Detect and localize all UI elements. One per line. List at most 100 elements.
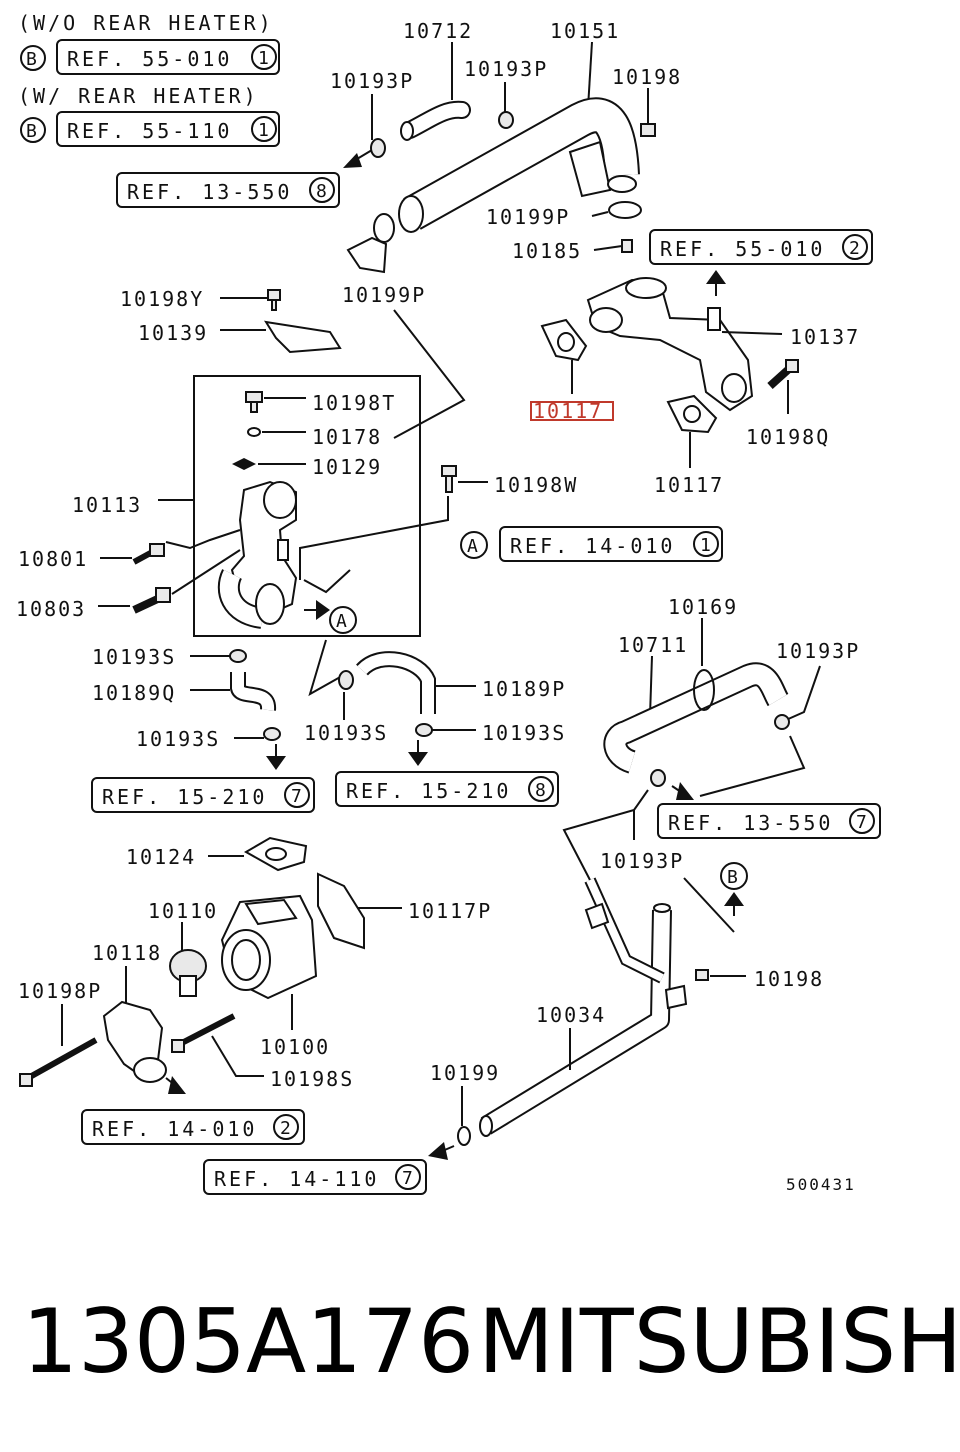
leader-10151: [587, 41, 593, 109]
ref-14-010-2[interactable]: REF. 14-010 2: [81, 1109, 305, 1145]
pipe-10034: [479, 877, 688, 1137]
ref-55-010-2[interactable]: REF. 55-010 2: [649, 229, 873, 265]
clamp-10193p-4: [650, 769, 666, 787]
svg-text:REF. 13-550: REF. 13-550: [668, 811, 833, 835]
clamp-10193s: [229, 649, 247, 663]
label-10189q: 10189Q: [92, 681, 176, 705]
arrowhead-to-a: [316, 600, 330, 620]
label-10193p-3: 10193P: [776, 639, 860, 663]
label-10137: 10137: [790, 325, 860, 349]
label-10193p: 10193P: [330, 69, 414, 93]
svg-text:REF. 14-010: REF. 14-010: [92, 1117, 257, 1141]
svg-text:7: 7: [291, 786, 302, 807]
label-10113: 10113: [72, 493, 142, 517]
sensor-10801: [132, 543, 165, 565]
leader-10711: [649, 655, 653, 717]
ref-15-210-7[interactable]: REF. 15-210 7: [91, 777, 315, 813]
hose-10712: [400, 100, 471, 141]
svg-text:1: 1: [258, 48, 269, 69]
bolt-10198q: [767, 359, 799, 389]
ref-13-550-7[interactable]: REF. 13-550 7: [657, 803, 881, 839]
manifold-10137: [586, 277, 754, 412]
outlet-assembly-frame: [193, 375, 421, 637]
cover-10118: [102, 1000, 167, 1083]
clamp-10193s-d: [415, 723, 433, 737]
up-arrowhead-b: [724, 892, 744, 906]
ref-55-010-1[interactable]: REF. 55-010 1: [56, 39, 280, 75]
up-arrowhead: [706, 270, 726, 284]
label-10193s-b: 10193S: [136, 727, 220, 751]
gasket-10117-2: [666, 394, 718, 434]
label-10178: 10178: [312, 425, 382, 449]
oring-10199p-2: [608, 201, 642, 219]
svg-text:8: 8: [535, 780, 546, 801]
pipe-10711: [603, 662, 789, 774]
svg-text:REF. 14-010: REF. 14-010: [510, 534, 675, 558]
ref-15-210-8[interactable]: REF. 15-210 8: [335, 771, 559, 807]
svg-text:A: A: [336, 611, 347, 632]
ref-13-550-8[interactable]: REF. 13-550 8: [116, 172, 340, 208]
bracket-line-2: [699, 735, 806, 797]
label-10124: 10124: [126, 845, 196, 869]
part-number: 1305A176: [22, 1290, 475, 1393]
label-10198s: 10198S: [270, 1067, 354, 1091]
label-10193p-4: 10193P: [600, 849, 684, 873]
label-10193p-2: 10193P: [464, 57, 548, 81]
svg-text:REF. 55-110: REF. 55-110: [67, 119, 232, 143]
clamp-10193p-2: [498, 111, 514, 129]
clamp-10193s-b: [263, 727, 281, 741]
circle-b-marker-3: B: [720, 862, 748, 890]
washer-10178: [247, 427, 261, 437]
leader-box-to-hoses: [308, 639, 343, 697]
svg-text:10117: 10117: [533, 399, 603, 423]
label-10117-b: 10117: [654, 473, 724, 497]
ref-14-010-1[interactable]: REF. 14-010 1: [499, 526, 723, 562]
pipe-10151: [398, 97, 640, 233]
diagram-id: 500431: [786, 1175, 856, 1194]
ref-14-110-7[interactable]: REF. 14-110 7: [203, 1159, 427, 1195]
label-10100: 10100: [260, 1035, 330, 1059]
svg-text:REF. 55-010: REF. 55-010: [67, 47, 232, 71]
label-10198p: 10198P: [18, 979, 102, 1003]
svg-text:2: 2: [280, 1118, 291, 1139]
svg-text:REF. 14-110: REF. 14-110: [214, 1167, 379, 1191]
bolt-10198: [640, 123, 656, 137]
label-10129: 10129: [312, 455, 382, 479]
svg-text:1: 1: [258, 120, 269, 141]
label-10117p: 10117P: [408, 899, 492, 923]
svg-text:REF. 13-550: REF. 13-550: [127, 180, 292, 204]
svg-text:B: B: [26, 49, 37, 70]
label-10139: 10139: [138, 321, 208, 345]
label-10198y: 10198Y: [120, 287, 204, 311]
svg-text:REF. 15-210: REF. 15-210: [102, 785, 267, 809]
bolt-10198y: [267, 289, 281, 311]
leader-10198w-b: [299, 496, 449, 580]
label-10118: 10118: [92, 941, 162, 965]
label-10110: 10110: [148, 899, 218, 923]
bolt-10198p: [19, 1037, 98, 1087]
arrowhead-to-13-550: [676, 782, 694, 800]
label-10198q: 10198Q: [746, 425, 830, 449]
bolt-10198-b: [695, 969, 709, 981]
svg-text:REF. 55-010: REF. 55-010: [660, 237, 825, 261]
label-10198-b: 10198: [754, 967, 824, 991]
bracket-10139: [263, 320, 342, 354]
flow-arrowhead: [343, 153, 362, 168]
leader-10185: [593, 245, 623, 251]
clamp-10193s-c: [338, 670, 354, 690]
label-10199: 10199: [430, 1061, 500, 1085]
label-10151: 10151: [550, 19, 620, 43]
label-10711: 10711: [618, 633, 688, 657]
hose-10189q: [230, 672, 276, 711]
leader-10193p-4c: [683, 877, 735, 933]
label-10198w: 10198W: [494, 473, 578, 497]
svg-text:8: 8: [316, 181, 327, 202]
svg-text:7: 7: [402, 1168, 413, 1189]
ref-55-110-1[interactable]: REF. 55-110 1: [56, 111, 280, 147]
leader-10199p-to-box: [393, 309, 466, 439]
leader-10198s: [211, 1035, 264, 1077]
leader-10199p-b: [346, 236, 388, 274]
svg-text:REF. 15-210: REF. 15-210: [346, 779, 511, 803]
sensor-10803: [132, 587, 171, 614]
svg-text:2: 2: [849, 238, 860, 259]
